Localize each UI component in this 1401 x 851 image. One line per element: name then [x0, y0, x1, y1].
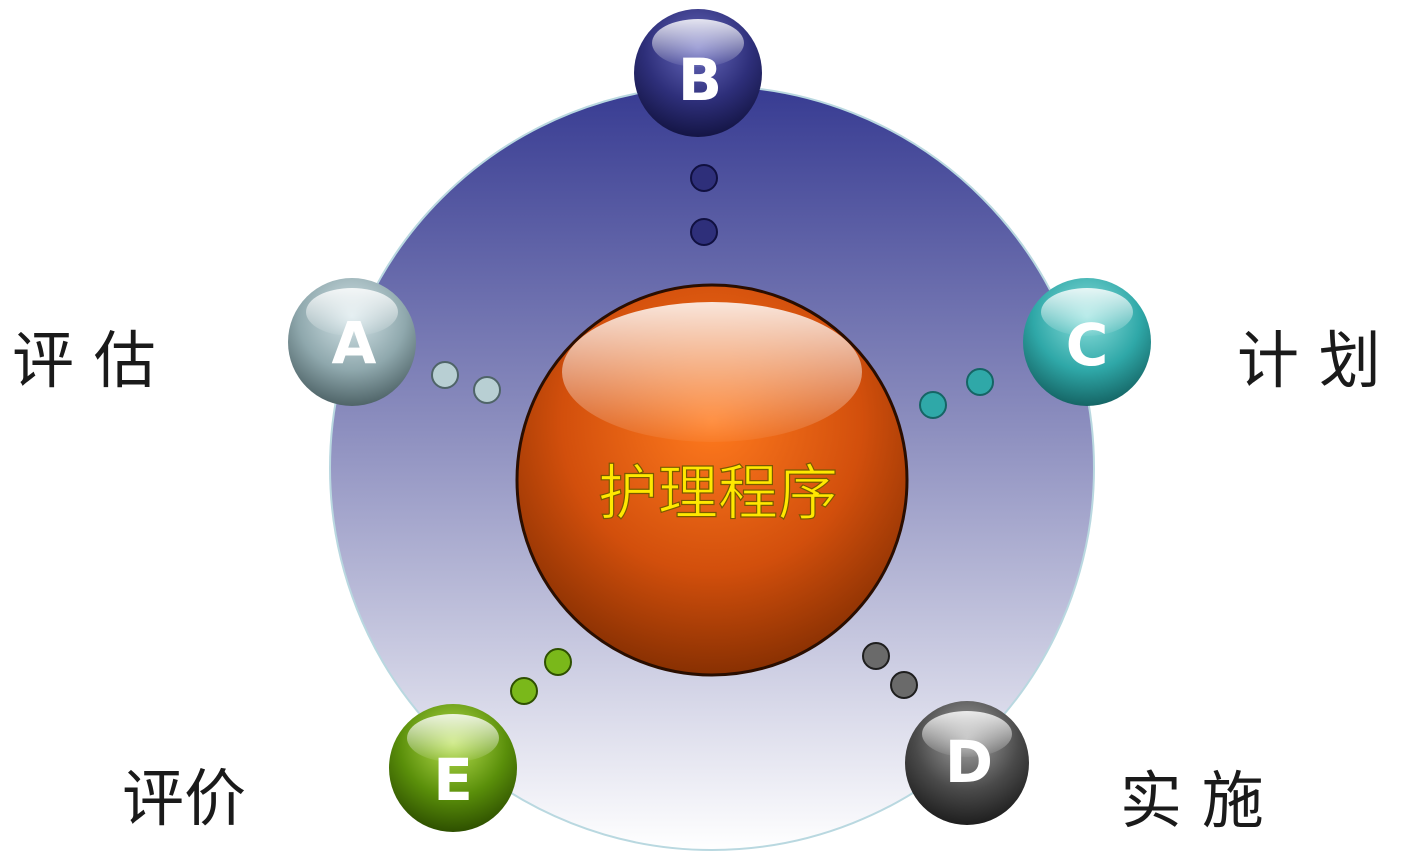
- center-label: 护理程序: [598, 459, 838, 529]
- node-c-letter: C: [1066, 311, 1109, 379]
- label-evaluation: 评价: [122, 762, 247, 835]
- label-assessment: 评 估: [12, 324, 156, 397]
- node-d-letter: D: [945, 728, 993, 796]
- label-planning: 计 划: [1237, 324, 1381, 397]
- node-a: A: [288, 278, 416, 406]
- connector-dots-c: [919, 368, 994, 419]
- node-a-letter: A: [332, 309, 377, 377]
- connector-dots-d: [862, 642, 918, 699]
- connector-dots-b: [690, 164, 718, 246]
- node-b-letter: B: [678, 46, 722, 114]
- connector-dots-e: [510, 648, 572, 705]
- node-e-letter: E: [433, 746, 473, 814]
- center-sphere: 护理程序: [515, 283, 909, 677]
- connector-dots-a: [431, 361, 501, 404]
- node-e: E: [389, 704, 517, 832]
- node-c: C: [1023, 278, 1151, 406]
- label-implementation: 实 施: [1120, 764, 1264, 837]
- node-b: B: [634, 9, 762, 137]
- node-d: D: [905, 701, 1029, 825]
